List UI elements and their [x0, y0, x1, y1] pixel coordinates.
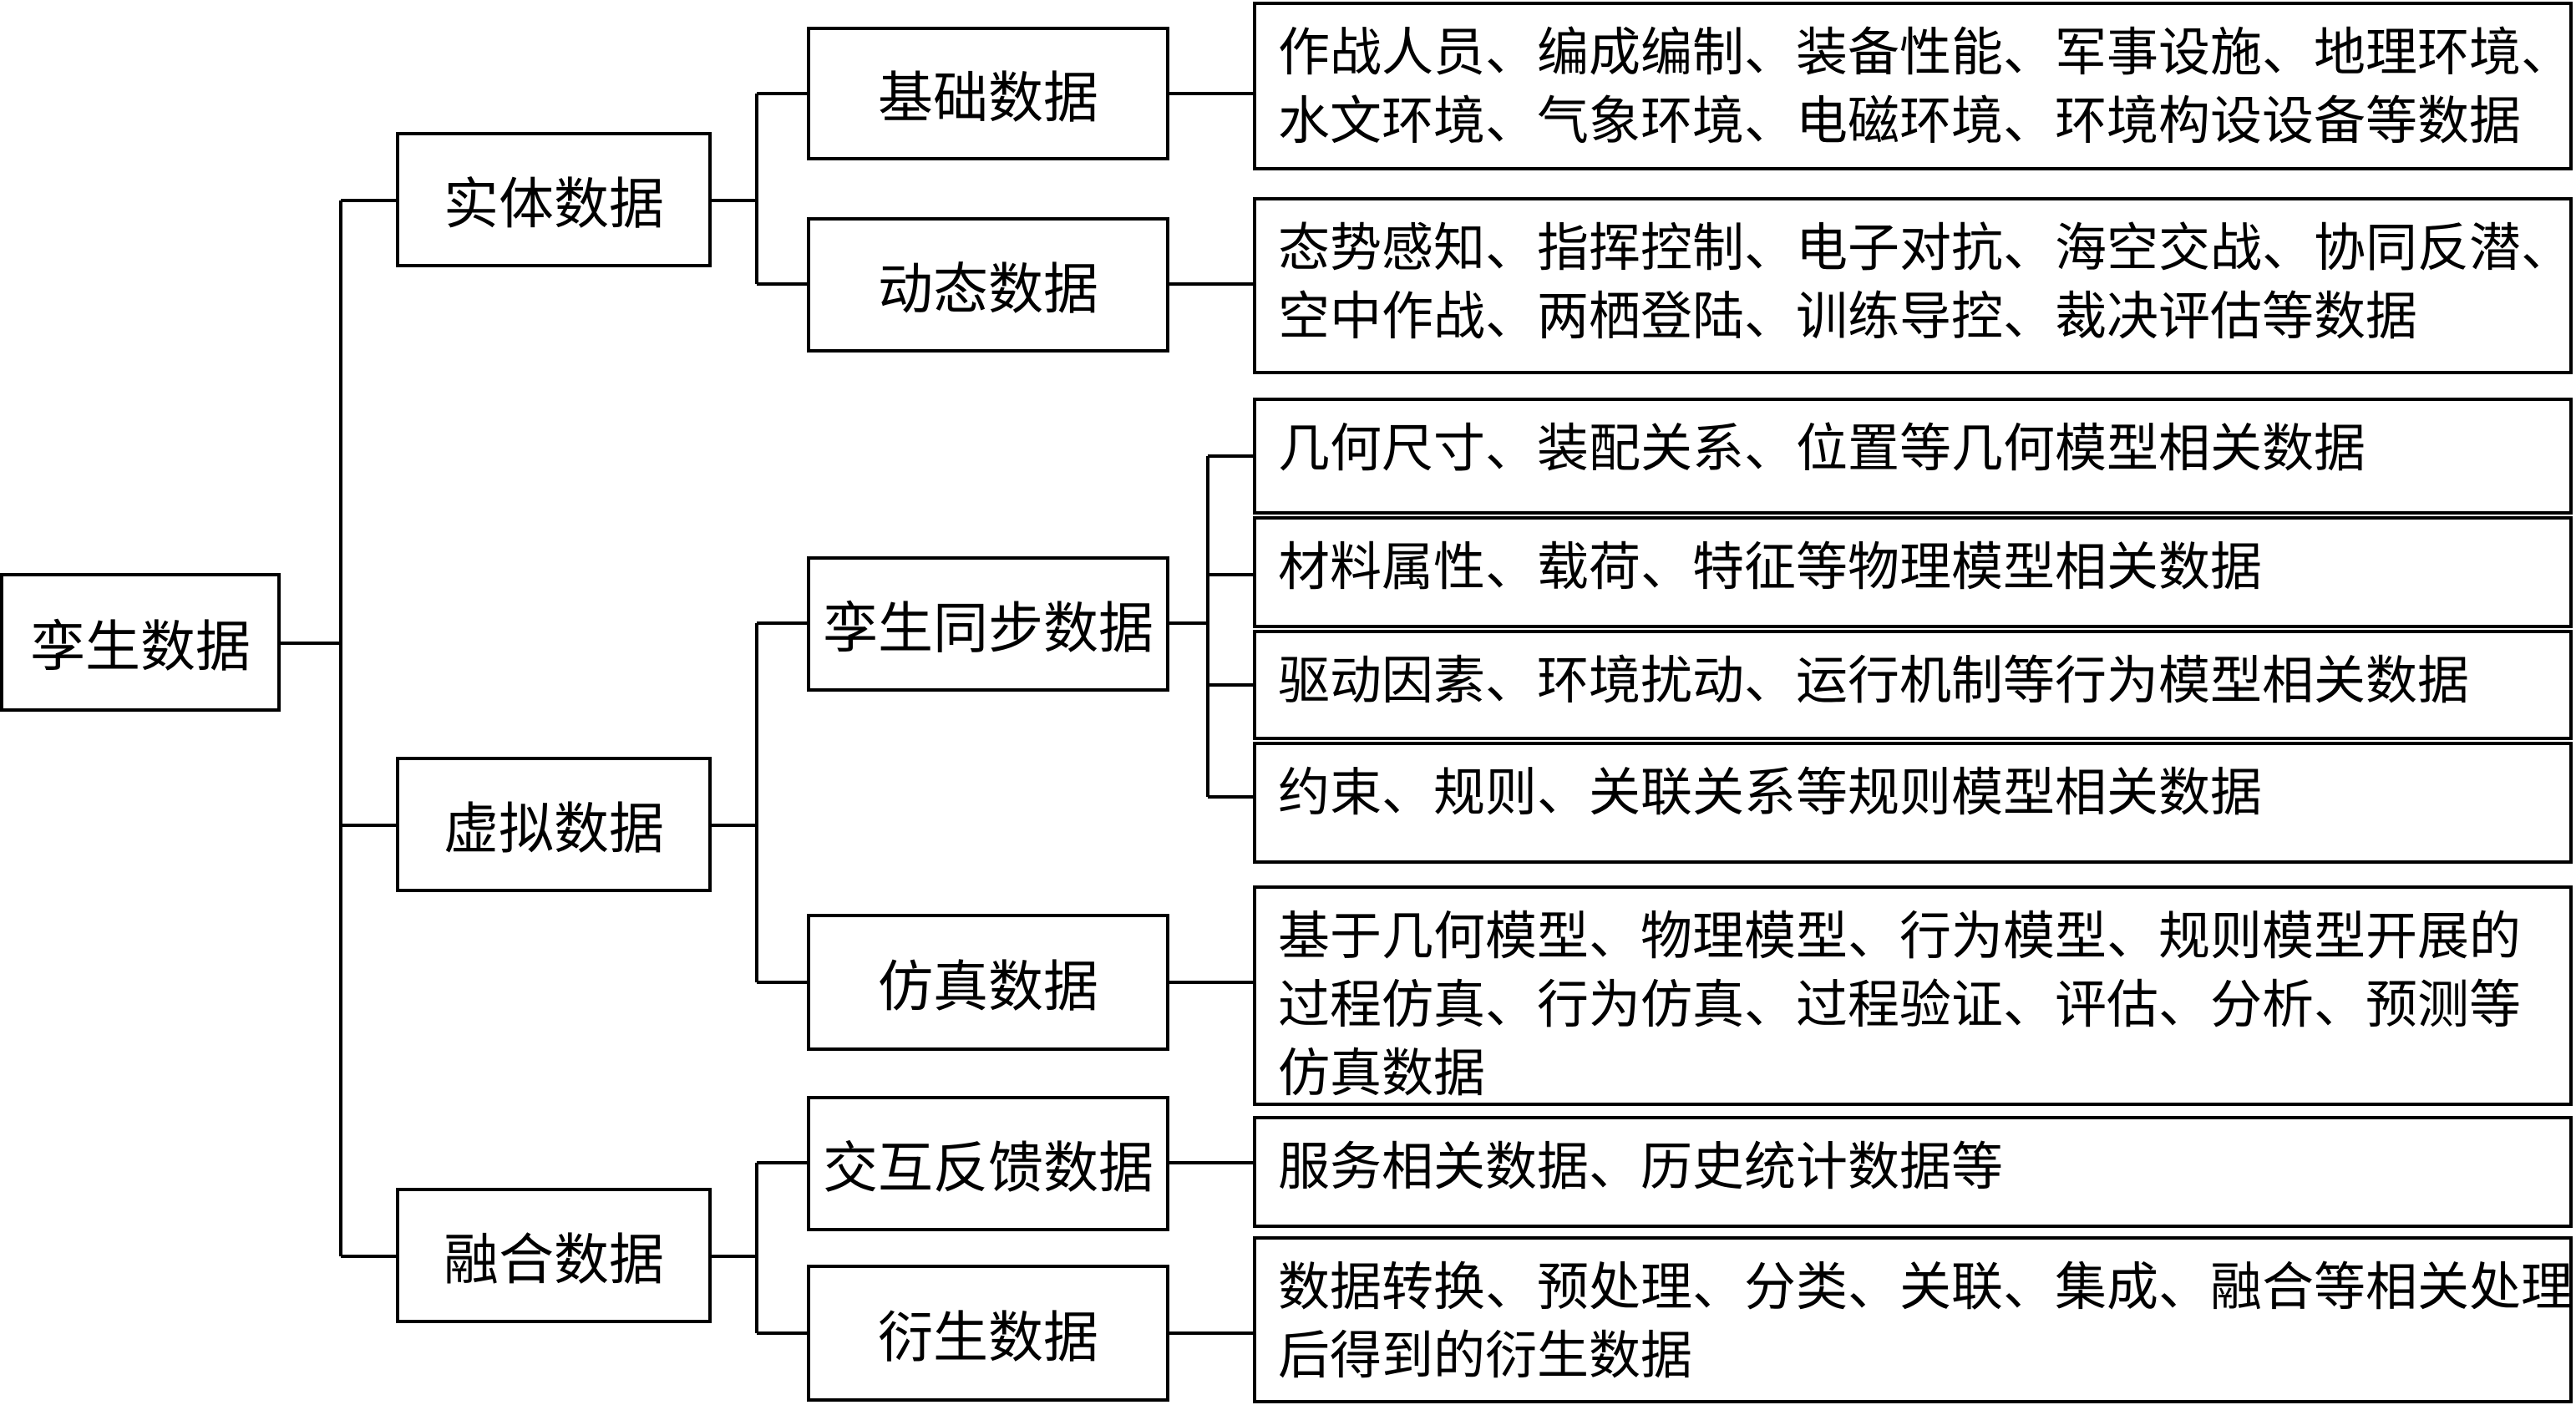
detail-line: 服务相关数据、历史统计数据等 [1278, 1136, 2004, 1197]
detail-line: 数据转换、预处理、分类、关联、集成、融合等相关处理 [1278, 1256, 2573, 1317]
connector-root [281, 199, 396, 1258]
category-entity-data: 实体数据 [396, 132, 712, 267]
connector-entity [712, 92, 807, 286]
detail-rule-model-data: 约束、规则、关联关系等规则模型相关数据 [1253, 742, 2573, 864]
subcategory-interaction-feedback-data: 交互反馈数据 [807, 1096, 1169, 1231]
detail-simulation-data: 基于几何模型、物理模型、行为模型、规则模型开展的 过程仿真、行为仿真、过程验证、… [1253, 885, 2573, 1106]
detail-behavior-model-data: 驱动因素、环境扰动、运行机制等行为模型相关数据 [1253, 630, 2573, 740]
detail-line: 驱动因素、环境扰动、运行机制等行为模型相关数据 [1278, 650, 2470, 711]
detail-line: 基于几何模型、物理模型、行为模型、规则模型开展的 [1278, 905, 2522, 966]
detail-geometric-model-data: 几何尺寸、装配关系、位置等几何模型相关数据 [1253, 398, 2573, 515]
detail-line: 几何尺寸、装配关系、位置等几何模型相关数据 [1278, 418, 2366, 479]
detail-line: 仿真数据 [1278, 1042, 1486, 1103]
detail-line: 后得到的衍生数据 [1278, 1325, 1693, 1386]
subcategory-basic-data: 基础数据 [807, 27, 1169, 160]
category-fusion-data: 融合数据 [396, 1188, 712, 1323]
connector-virtual [712, 621, 807, 984]
detail-line: 约束、规则、关联关系等规则模型相关数据 [1278, 762, 2263, 823]
subcategory-simulation-data: 仿真数据 [807, 914, 1169, 1051]
root-node: 孪生数据 [0, 573, 281, 712]
detail-basic-data: 作战人员、编成编制、装备性能、军事设施、地理环境、 水文环境、气象环境、电磁环境… [1253, 2, 2573, 170]
category-virtual-data: 虚拟数据 [396, 757, 712, 892]
connector-twin-sync [1169, 454, 1253, 799]
detail-physical-model-data: 材料属性、载荷、特征等物理模型相关数据 [1253, 516, 2573, 628]
detail-dynamic-data: 态势感知、指挥控制、电子对抗、海空交战、协同反潜、 空中作战、两栖登陆、训练导控… [1253, 197, 2573, 374]
detail-line: 态势感知、指挥控制、电子对抗、海空交战、协同反潜、 [1278, 217, 2573, 278]
detail-line: 水文环境、气象环境、电磁环境、环境构设设备等数据 [1278, 90, 2522, 151]
detail-line: 空中作战、两栖登陆、训练导控、裁决评估等数据 [1278, 286, 2418, 347]
connector-fusion [712, 1161, 807, 1335]
detail-interaction-feedback-data: 服务相关数据、历史统计数据等 [1253, 1116, 2573, 1228]
subcategory-dynamic-data: 动态数据 [807, 217, 1169, 353]
detail-line: 材料属性、载荷、特征等物理模型相关数据 [1278, 536, 2263, 597]
subcategory-derived-data: 衍生数据 [807, 1265, 1169, 1402]
detail-line: 作战人员、编成编制、装备性能、军事设施、地理环境、 [1278, 22, 2573, 83]
detail-line: 过程仿真、行为仿真、过程验证、评估、分析、预测等 [1278, 974, 2522, 1035]
detail-derived-data: 数据转换、预处理、分类、关联、集成、融合等相关处理 后得到的衍生数据 [1253, 1236, 2573, 1403]
subcategory-twin-sync-data: 孪生同步数据 [807, 556, 1169, 692]
